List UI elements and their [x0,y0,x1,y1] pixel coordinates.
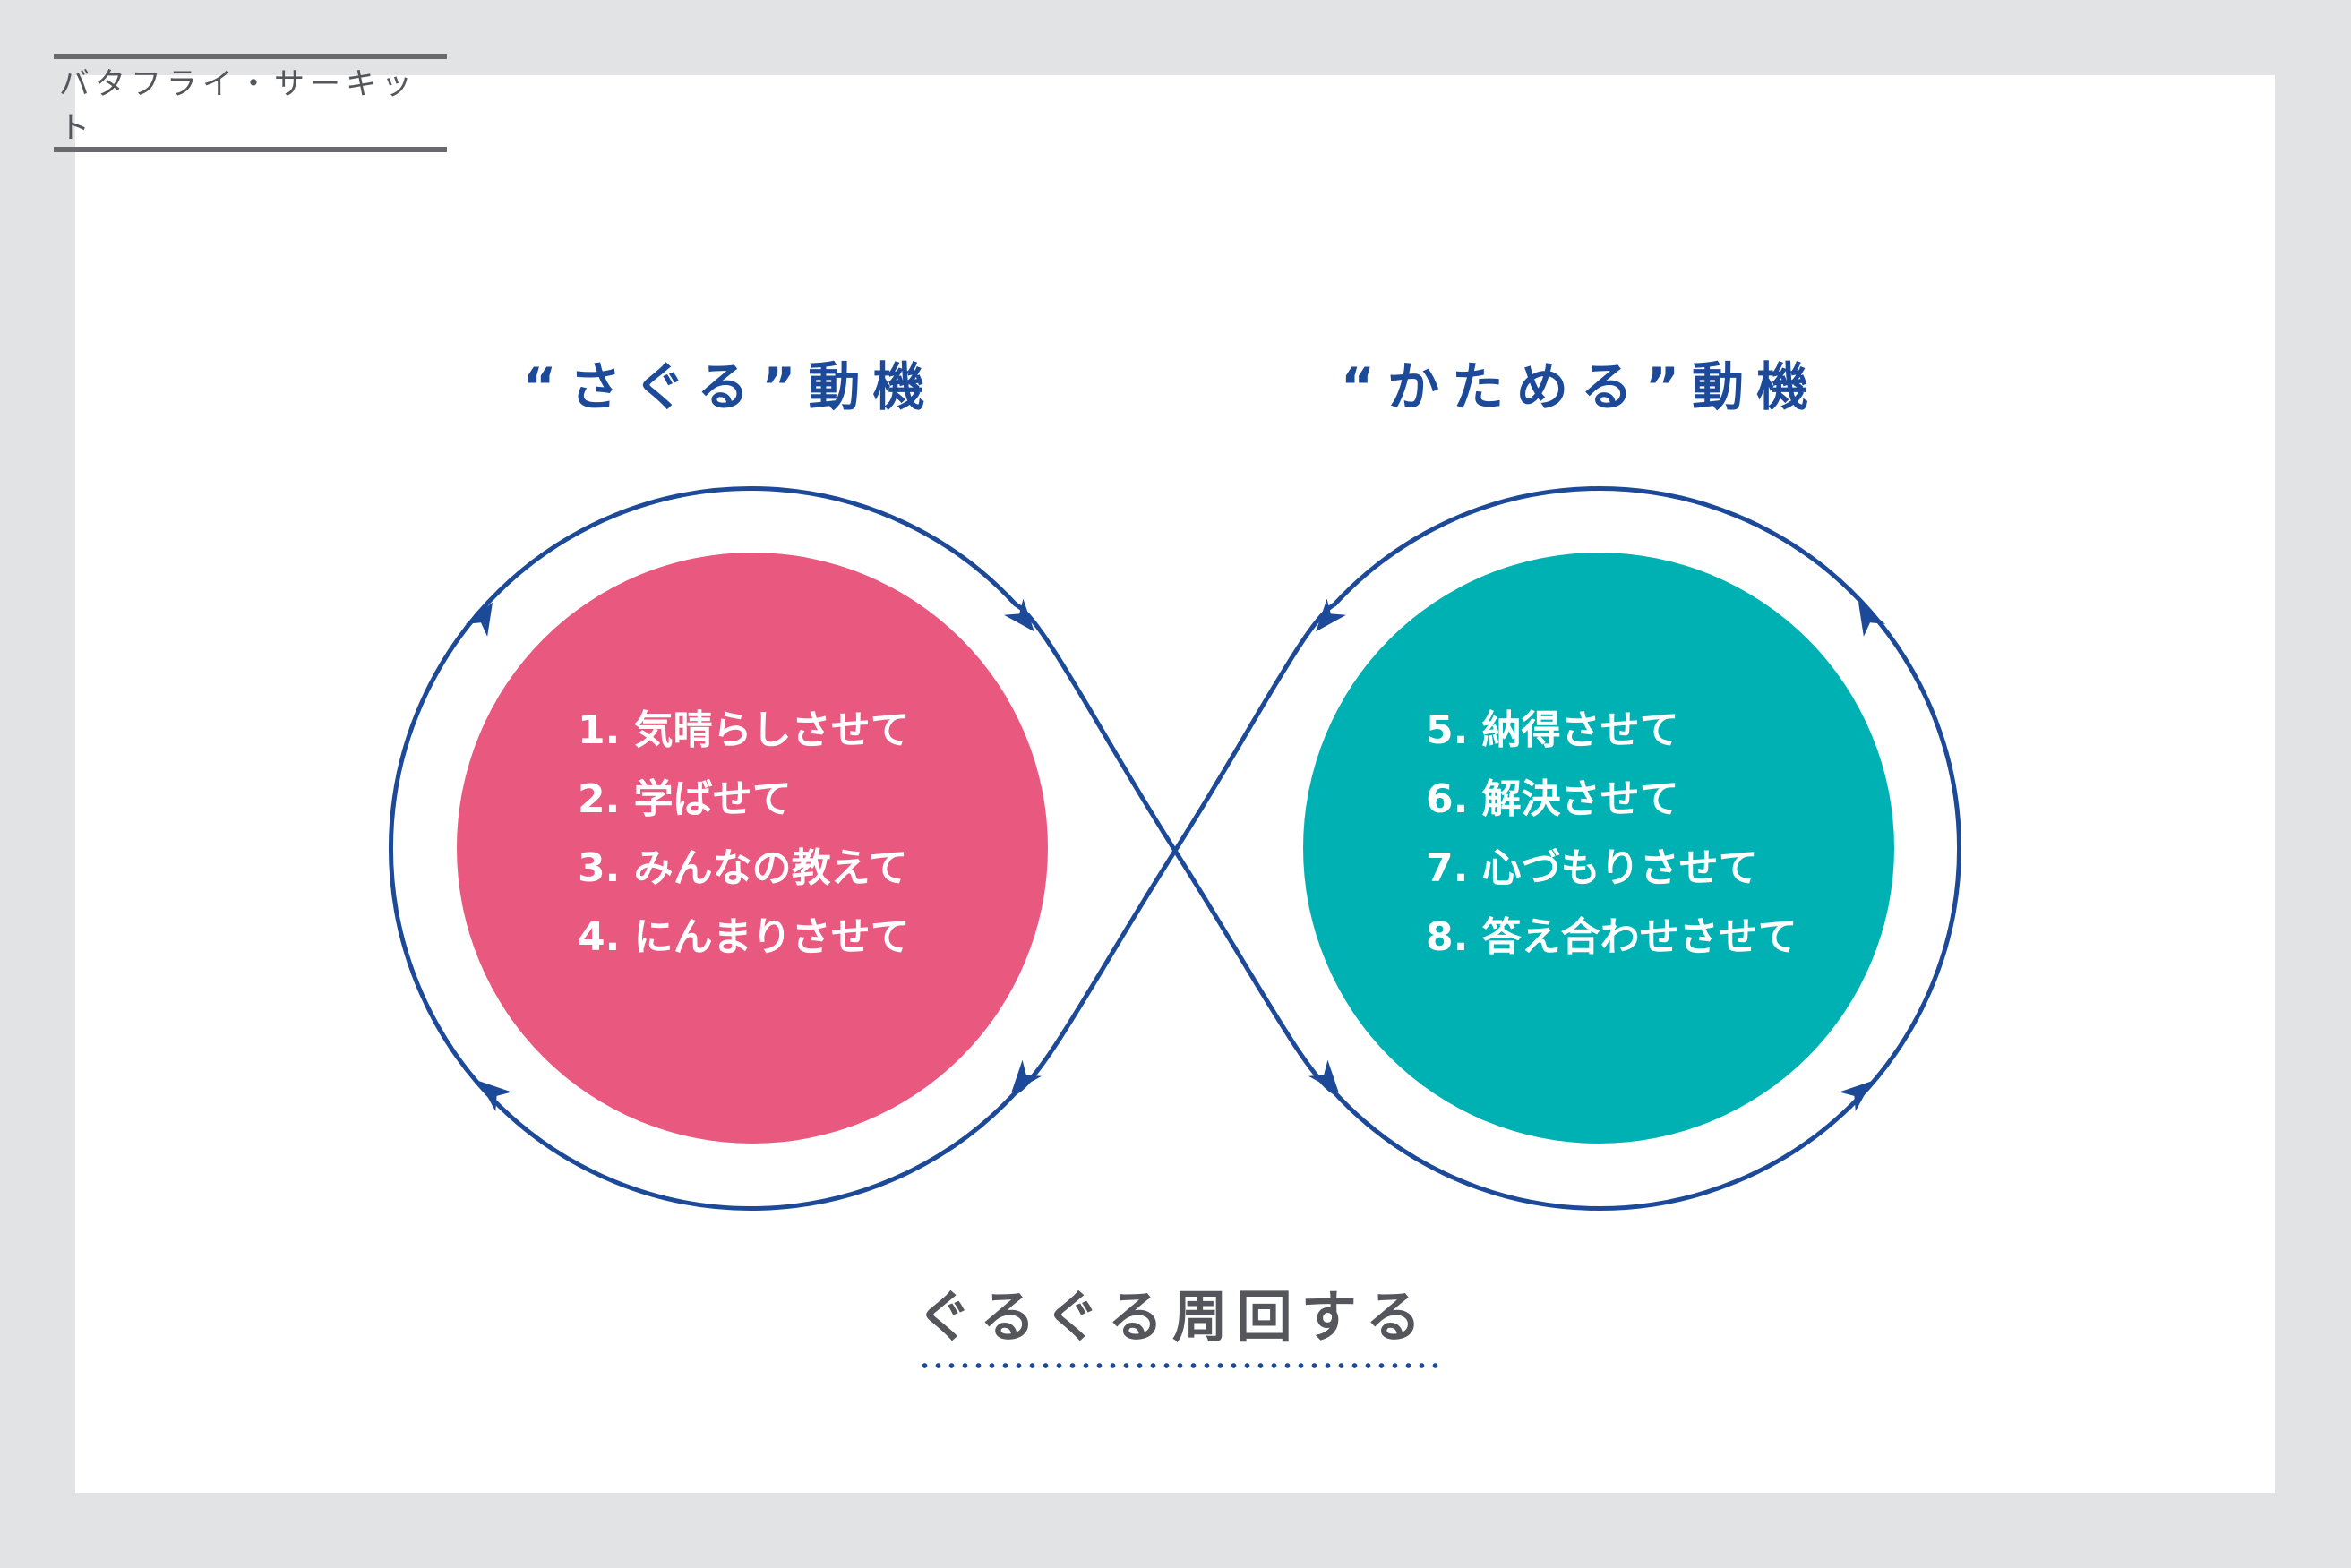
list-item: 6. 解決させて [1426,776,1679,822]
left-loop-title: “さぐる”動機 [522,356,938,417]
arrow-left-top-outer [465,602,493,637]
arrow-right-top-inner [1316,598,1347,632]
direction-arrows [465,598,1886,1112]
right-circle [1303,553,1894,1144]
arrow-right-bottom-outer [1839,1081,1873,1112]
right-loop-title: “かためる”動機 [1340,356,1822,417]
arrow-right-bottom-inner [1308,1059,1339,1093]
footer-caption: ぐるぐる周回する [916,1284,1430,1350]
list-item: 7. 心づもりさせて [1426,845,1758,891]
list-item: 5. 納得させて [1426,707,1679,753]
list-item: 4. にんまりさせて [578,914,910,960]
list-item: 3. みんなの教えて [578,845,908,891]
list-item: 1. 気晴らしさせて [578,707,910,753]
arrow-left-top-inner [1003,598,1034,632]
arrow-left-bottom-inner [1011,1059,1043,1093]
arrow-left-bottom-outer [478,1081,512,1112]
diagram-card [75,75,2275,1493]
list-item: 2. 学ばせて [578,776,792,822]
header-label: バタフライ・サーキット [59,66,417,146]
arrow-right-top-outer [1858,602,1886,637]
left-circle [457,553,1048,1144]
header-label-box: バタフライ・サーキット [54,54,447,152]
left-loop-list: 1. 気晴らしさせて 2. 学ばせて 3. みんなの教えて 4. にんまりさせて [578,696,910,972]
list-item: 8. 答え合わせさせて [1426,914,1798,960]
infinity-loop-path [388,486,1962,1211]
footer-dotted-underline [918,1363,1442,1368]
right-loop-list: 5. 納得させて 6. 解決させて 7. 心づもりさせて 8. 答え合わせさせて [1426,696,1798,972]
